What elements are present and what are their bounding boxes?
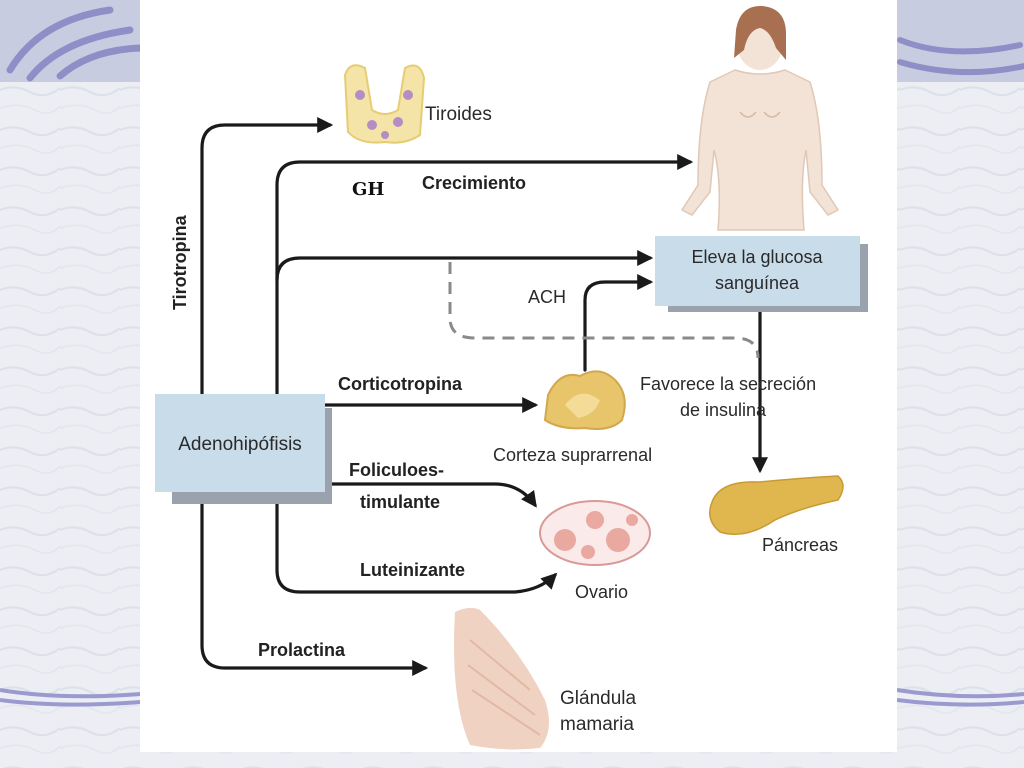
- ovario-label: Ovario: [575, 582, 628, 602]
- adenohipofisis-box: [155, 394, 325, 492]
- bottom-stripe-decoration: [0, 688, 1024, 707]
- tiroides-label: Tiroides: [425, 104, 492, 125]
- crecimiento-label: Crecimiento: [422, 173, 526, 193]
- gh-label: GH: [352, 179, 384, 200]
- tirotropina-label: Tirotropina: [170, 214, 190, 310]
- human-body-illustration: [680, 5, 840, 231]
- arrow-ach: [583, 274, 654, 372]
- prolactina-label: Prolactina: [258, 640, 346, 660]
- glucosa-label-line2: sanguínea: [715, 273, 800, 293]
- foliculoestimulante-label-line2: timulante: [360, 492, 440, 512]
- corteza-suprarrenal-illustration: [543, 370, 626, 430]
- arrow-luteinizante: [275, 498, 558, 594]
- mamaria-label-line1: Glándula: [560, 688, 636, 709]
- ovario-illustration: [539, 500, 651, 566]
- arrow-to-body-growth: [275, 154, 694, 402]
- foliculoestimulante-label-line1: Foliculoes-: [349, 460, 444, 480]
- tiroides-illustration: [343, 64, 426, 144]
- corteza-label: Corteza suprarrenal: [493, 445, 652, 465]
- arrow-foliculoestimulante: [320, 482, 537, 508]
- favorece-label-line2: de insulina: [680, 400, 767, 420]
- glucosa-label-line1: Eleva la glucosa: [691, 247, 823, 267]
- swirl-decoration-left: [6, 6, 144, 82]
- arrow-prolactina: [200, 498, 429, 676]
- corticotropina-label: Corticotropina: [338, 374, 463, 394]
- arrow-to-glucosa: [275, 250, 654, 282]
- glandula-mamaria-illustration: [454, 607, 549, 750]
- arrow-to-tiroides: [200, 117, 334, 402]
- swirl-decoration-right: [897, 37, 1024, 76]
- luteinizante-label: Luteinizante: [360, 560, 465, 580]
- glucosa-box: [655, 236, 860, 306]
- ach-label: ACH: [528, 287, 566, 307]
- pancreas-illustration: [709, 475, 844, 535]
- dashed-feedback-line: [448, 262, 760, 359]
- pancreas-label: Páncreas: [762, 535, 838, 555]
- favorece-label-line1: Favorece la secreción: [640, 374, 816, 394]
- adenohipofisis-label: Adenohipófisis: [178, 434, 302, 455]
- mamaria-label-line2: mamaria: [560, 714, 634, 735]
